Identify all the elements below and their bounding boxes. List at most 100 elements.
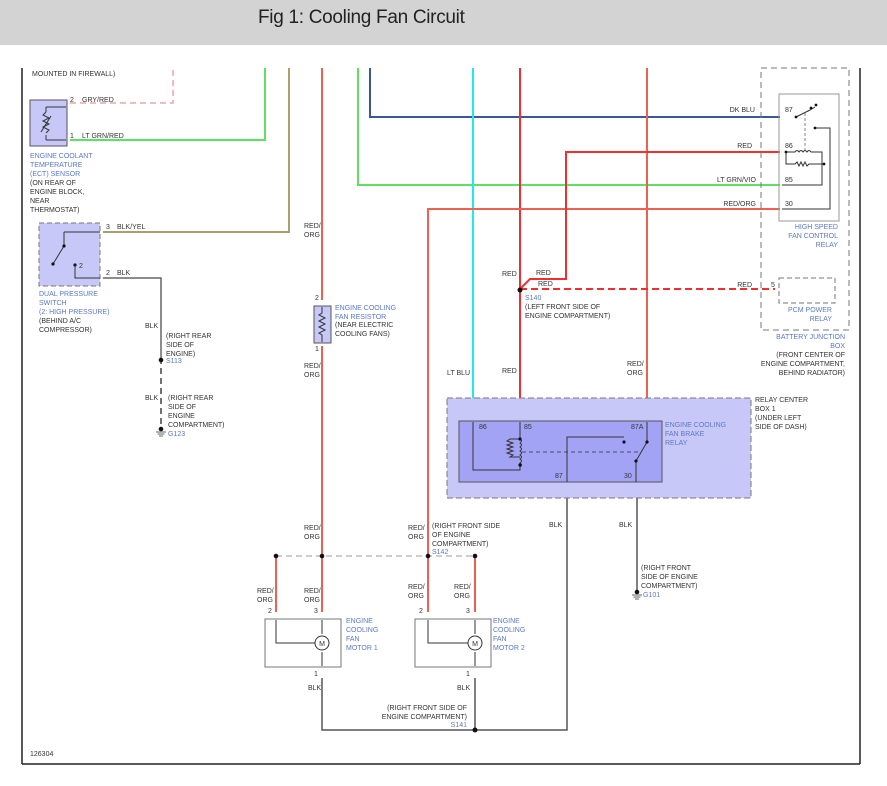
s113-location-line-3: ENGINE) — [166, 351, 195, 358]
dps-wire-3-label: BLK/YEL — [117, 224, 146, 231]
dual-pressure-switch: 2 3 BLK/YEL 2 BLK DUAL PRESSURE SWITCH (… — [38, 222, 146, 334]
s113-location-line-1: (RIGHT REAR — [166, 333, 211, 340]
ground-g101: (RIGHT FRONT SIDE OF ENGINE COMPARTMENT)… — [632, 565, 698, 600]
dps-location-line-1: (BEHIND A/C — [39, 318, 81, 325]
m1-name-line-3: FAN — [346, 636, 360, 643]
hsr-wire-86-label: RED — [737, 143, 752, 150]
hsr-name-line-2: FAN CONTROL — [788, 233, 838, 240]
brake-relay-name-line-2: FAN BRAKE — [665, 431, 705, 438]
brake-relay-wire-lt-blu-label: LT BLU — [447, 370, 470, 377]
wire-dk-blu — [369, 68, 780, 118]
diagram-frame — [21, 68, 861, 765]
m1-wire-1-label: BLK — [308, 685, 322, 692]
brake-relay-pin-86: 86 — [479, 424, 487, 431]
s142-location-line-3: COMPARTMENT) — [432, 541, 489, 548]
hsr-name-line-1: HIGH SPEED — [795, 224, 838, 231]
rcb-location-line-2: SIDE OF DASH) — [755, 424, 807, 431]
brake-relay-out-87-label: BLK — [549, 522, 563, 529]
bjb-location-line-2: ENGINE COMPARTMENT, — [761, 361, 845, 368]
wire-blk-yel — [103, 68, 290, 233]
m1-wire-3-line-2: ORG — [304, 597, 320, 604]
resistor-location-line-1: (NEAR ELECTRIC — [335, 322, 393, 329]
rcb-name-line-2: BOX 1 — [755, 406, 776, 413]
resistor-wire-bottom-line-1: RED/ — [304, 363, 321, 370]
s113-wire-label: BLK — [145, 323, 159, 330]
dps-wire-2-label: BLK — [117, 270, 131, 277]
brake-relay-out-30-label: BLK — [619, 522, 633, 529]
s141-location-line-2: ENGINE COMPARTMENT) — [382, 714, 467, 721]
splice-s113: BLK (RIGHT REAR SIDE OF ENGINE) S113 — [145, 323, 211, 365]
m1-pin-3: 3 — [314, 608, 318, 615]
splice-s142: RED/ ORG RED/ ORG (RIGHT FRONT SIDE OF E… — [273, 523, 501, 559]
wire-blk-87 — [475, 498, 568, 731]
pcm-name-line-2: RELAY — [810, 316, 833, 323]
bjb-location-line-1: (FRONT CENTER OF — [776, 352, 845, 359]
s142-wire-line-2: ORG — [408, 534, 424, 541]
s141-location-line-1: (RIGHT FRONT SIDE OF — [387, 705, 467, 712]
s142-location-line-1: (RIGHT FRONT SIDE — [432, 523, 501, 530]
ground-g123: BLK (RIGHT REAR SIDE OF ENGINE COMPARTME… — [145, 395, 225, 438]
g123-wire-label: BLK — [145, 395, 159, 402]
splice-s140: RED RED RED S140 (LEFT FRONT SIDE OF ENG… — [502, 270, 610, 320]
m1-wire-3-line-1: RED/ — [304, 588, 321, 595]
figure-id: 126304 — [30, 751, 53, 758]
firewall-note: MOUNTED IN FIREWALL) — [32, 71, 115, 78]
figure-title: Fig 1: Cooling Fan Circuit — [258, 7, 465, 28]
hsr-pin-85: 85 — [785, 177, 793, 184]
m2-wire-3-line-2: ORG — [454, 593, 470, 600]
g101-id: G101 — [643, 592, 660, 599]
g123-location-line-3: ENGINE — [168, 413, 195, 420]
s140-location-line-2: ENGINE COMPARTMENT) — [525, 313, 610, 320]
pcm-name-line-1: PCM POWER — [788, 307, 832, 314]
dps-name-line-1: DUAL PRESSURE — [39, 291, 98, 298]
m2-pin-1: 1 — [466, 671, 470, 678]
brake-relay-wire-org-line-1: RED/ — [627, 361, 644, 368]
resistor-pin-top: 2 — [315, 295, 319, 302]
resistor-name-line-2: FAN RESISTOR — [335, 314, 386, 321]
relay-center-box: 86 85 87A 87 30 ENGINE COOLING FAN BRAKE… — [446, 397, 808, 499]
hsr-pin-86: 86 — [785, 143, 793, 150]
wire-gry-red — [70, 68, 174, 104]
s140-location-line-1: (LEFT FRONT SIDE OF — [525, 304, 600, 311]
hsr-wire-30-label: RED/ORG — [723, 201, 756, 208]
ect-name-line-2: TEMPERATURE — [30, 162, 83, 169]
s140-id: S140 — [525, 295, 541, 302]
m2-pin-3: 3 — [466, 608, 470, 615]
brake-relay-name-line-3: RELAY — [665, 440, 688, 447]
g123-location-line-2: SIDE OF — [168, 404, 196, 411]
dps-pin-3: 3 — [106, 224, 110, 231]
ect-location-line-1: (ON REAR OF — [30, 180, 76, 187]
s140-wire-label-3: RED — [538, 281, 553, 288]
hsr-wire-85-label: LT GRN/VIO — [717, 177, 757, 184]
wire-red-86 — [519, 151, 780, 290]
wire-blk-motors — [321, 678, 476, 731]
m2-wire-3-line-1: RED/ — [454, 584, 471, 591]
m1-name-line-2: COOLING — [346, 627, 378, 634]
bjb-name-line-2: BOX — [830, 343, 845, 350]
g123-location-line-1: (RIGHT REAR — [168, 395, 213, 402]
ect-pin-2: 2 — [70, 97, 74, 104]
ect-pin-1: 1 — [70, 133, 74, 140]
s141-id: S141 — [451, 722, 467, 729]
ect-wire-2-label: GRY/RED — [82, 97, 114, 104]
resistor-pin-bottom: 1 — [315, 346, 319, 353]
brake-relay-wire-red-label: RED — [502, 368, 517, 375]
g101-location-line-3: COMPARTMENT) — [641, 583, 698, 590]
resistor-location-line-2: COOLING FANS) — [335, 331, 390, 338]
bjb-name-line-1: BATTERY JUNCTION — [776, 334, 845, 341]
hsr-name-line-3: RELAY — [816, 242, 839, 249]
g123-location-line-4: COMPARTMENT) — [168, 422, 225, 429]
m2-name-line-3: FAN — [493, 636, 507, 643]
brake-relay-pin-30: 30 — [624, 473, 632, 480]
figure-header: Fig 1: Cooling Fan Circuit — [0, 0, 887, 45]
m1-wire-2-line-2: ORG — [257, 597, 273, 604]
brake-relay-pin-85: 85 — [524, 424, 532, 431]
fan-motor-1: RED/ ORG RED/ ORG 2 3 M 1 BLK ENGINE COO… — [257, 588, 378, 692]
m2-wire-1-label: BLK — [457, 685, 471, 692]
m1-symbol: M — [319, 641, 325, 648]
ground-symbol-icon — [632, 594, 642, 600]
wire-lt-grn-red — [70, 68, 266, 141]
s140-wire-label-2: RED — [536, 270, 551, 277]
ect-sensor: 2 GRY/RED 1 LT GRN/RED ENGINE COOLANT TE… — [29, 97, 124, 214]
